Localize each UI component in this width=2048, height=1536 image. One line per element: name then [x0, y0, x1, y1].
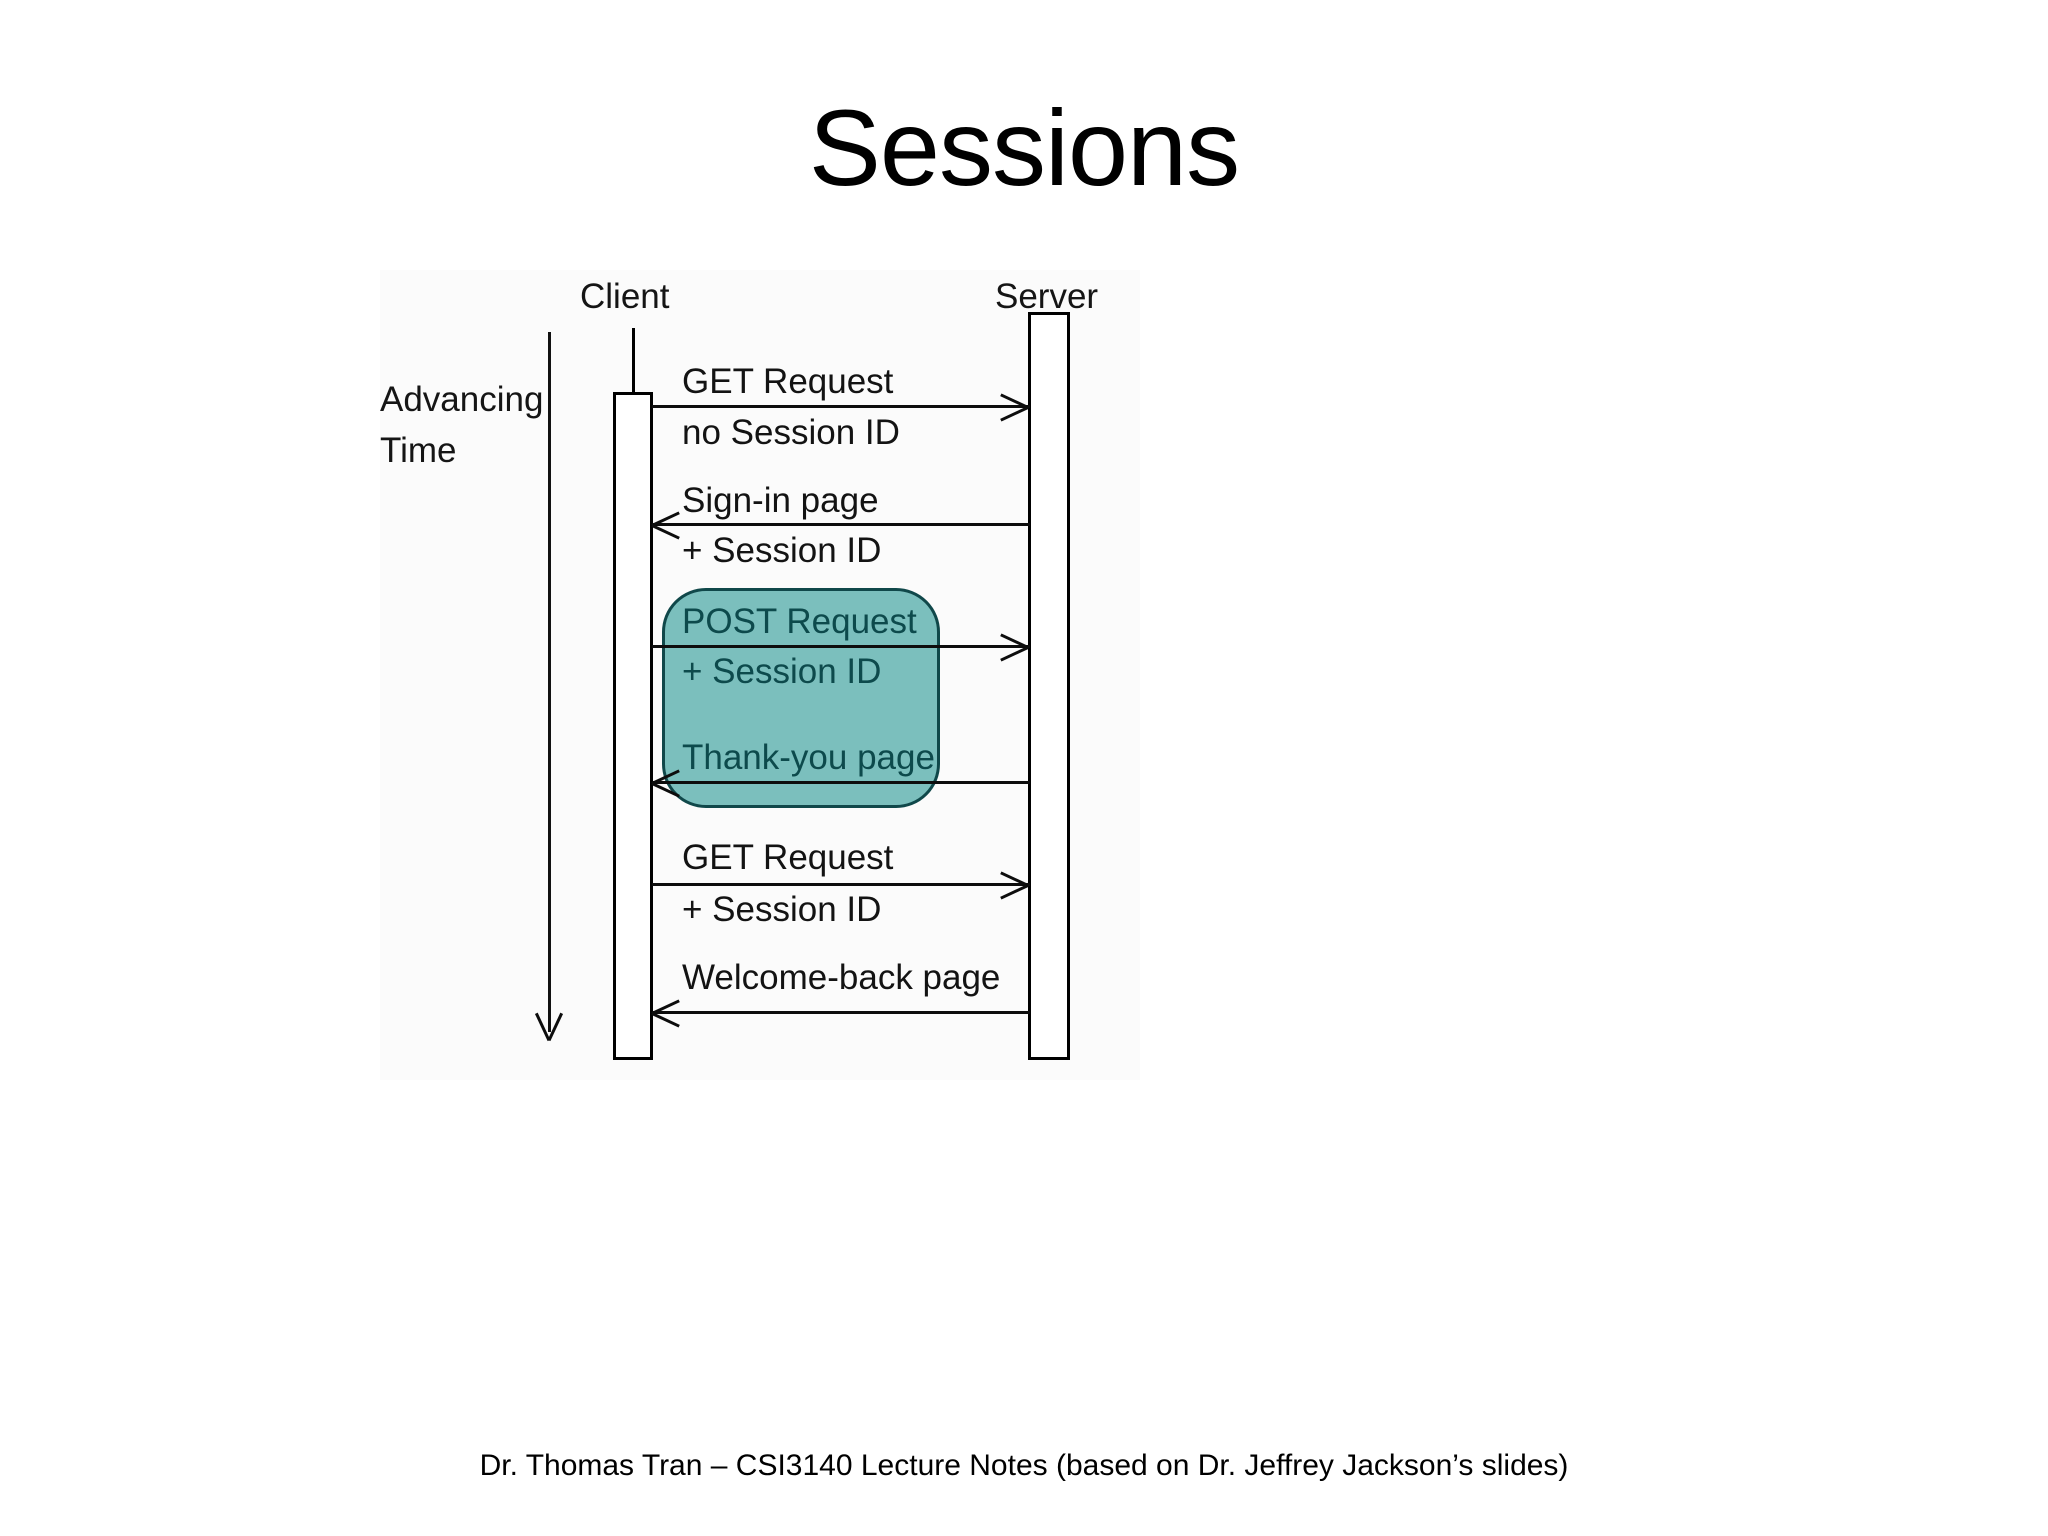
- session-exchange-highlight: [662, 588, 940, 808]
- message-line-5: [652, 883, 1030, 886]
- message-line-1: [652, 405, 1030, 408]
- message-line-6: [652, 1011, 1030, 1014]
- message-label-5-below: + Session ID: [682, 890, 882, 929]
- message-label-1-above: GET Request: [682, 362, 894, 401]
- message-label-2-above: Sign-in page: [682, 481, 879, 520]
- advancing-time-label-line1: Advancing: [380, 380, 544, 419]
- client-activation-bar: [613, 392, 653, 1060]
- actor-label-server: Server: [995, 277, 1099, 316]
- message-line-3: [652, 645, 1030, 648]
- advancing-time-axis-line: [548, 332, 551, 1032]
- message-label-1-below: no Session ID: [682, 413, 900, 452]
- page-title: Sessions: [808, 87, 1240, 208]
- slide-caption: Dr. Thomas Tran – CSI3140 Lecture Notes …: [479, 1449, 1569, 1482]
- server-activation-bar: [1028, 312, 1070, 1060]
- advancing-time-label-line2: Time: [380, 431, 457, 470]
- message-label-6-above: Welcome-back page: [682, 958, 1001, 997]
- message-line-2: [652, 523, 1030, 526]
- message-label-2-below: + Session ID: [682, 531, 882, 570]
- message-label-4-above: Thank-you page: [682, 738, 935, 777]
- message-label-3-below: + Session ID: [682, 652, 882, 691]
- client-lifeline-stem: [632, 328, 635, 394]
- actor-label-client: Client: [580, 277, 670, 316]
- message-label-5-above: GET Request: [682, 838, 894, 877]
- sequence-diagram-figure: Client Server Advancing Time GET Request…: [380, 270, 1140, 1080]
- message-line-4: [652, 781, 1030, 784]
- message-label-3-above: POST Request: [682, 602, 917, 641]
